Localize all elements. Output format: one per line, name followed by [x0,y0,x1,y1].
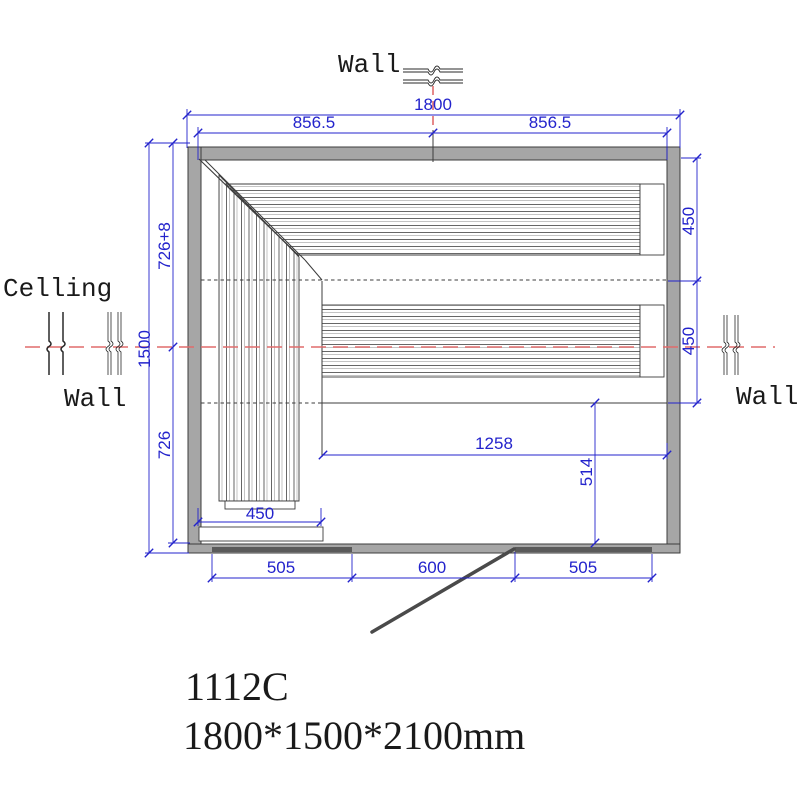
dim-door-right: 505 [569,558,597,577]
dim-bench-upper: 450 [679,207,698,235]
centerlines [25,86,775,348]
label-wall-right: Wall [736,382,798,412]
model-number: 1112C [185,664,289,709]
wall-bottom [187,543,681,554]
miter-line-2 [204,159,306,261]
wall-break-symbol-top [403,65,463,87]
room-walls [187,146,681,554]
dim-bench-lower: 450 [679,327,698,355]
door-jamb-right [515,547,652,552]
dim-total-width: 1800 [414,95,452,114]
left-bench-step [198,526,324,542]
annotation-labels: Wall Celling Wall Wall [3,50,798,414]
top-bench-slats [224,183,641,256]
wall-left [187,146,202,554]
top-bench [224,183,665,256]
corner-miter-joint [198,158,323,281]
wall-break-symbol-left [105,312,124,375]
dimension-texts: 1800 856.5 856.5 1500 726+8 726 450 450 … [135,95,698,577]
dim-door-width: 600 [418,558,446,577]
lower-bench [321,281,665,457]
dim-floor-depth: 514 [577,458,596,486]
bench-zone-lines [201,279,667,404]
dim-width-left: 856.5 [293,113,336,132]
dim-floor-width: 1258 [475,434,513,453]
dim-depth-upper: 726+8 [155,222,174,270]
label-wall-top: Wall [338,50,400,80]
title-block: 1112C 1800*1500*2100mm [183,664,525,758]
dim-width-right: 856.5 [529,113,572,132]
miter-line-3 [304,259,323,281]
dimension-extension-lines [145,109,701,582]
miter-line-1 [198,158,300,257]
door-jamb-left [212,547,352,552]
dim-depth-lower: 726 [155,431,174,459]
left-bench-end-cap [224,500,296,510]
dim-door-left: 505 [267,558,295,577]
door-swing-line [370,547,516,634]
left-bench [198,173,324,542]
lower-bench-end-cap [639,304,665,378]
ceiling-break-symbol-left [46,312,66,375]
label-wall-left: Wall [64,384,126,414]
wall-break-symbol-right [721,315,741,375]
dim-bench-left: 450 [246,504,274,523]
top-bench-end-cap [639,183,665,256]
dim-depth-total: 1500 [135,330,154,368]
lower-bench-slats [321,304,641,378]
wall-top [187,146,681,161]
label-celling: Celling [3,274,112,304]
model-size: 1800*1500*2100mm [183,713,525,758]
